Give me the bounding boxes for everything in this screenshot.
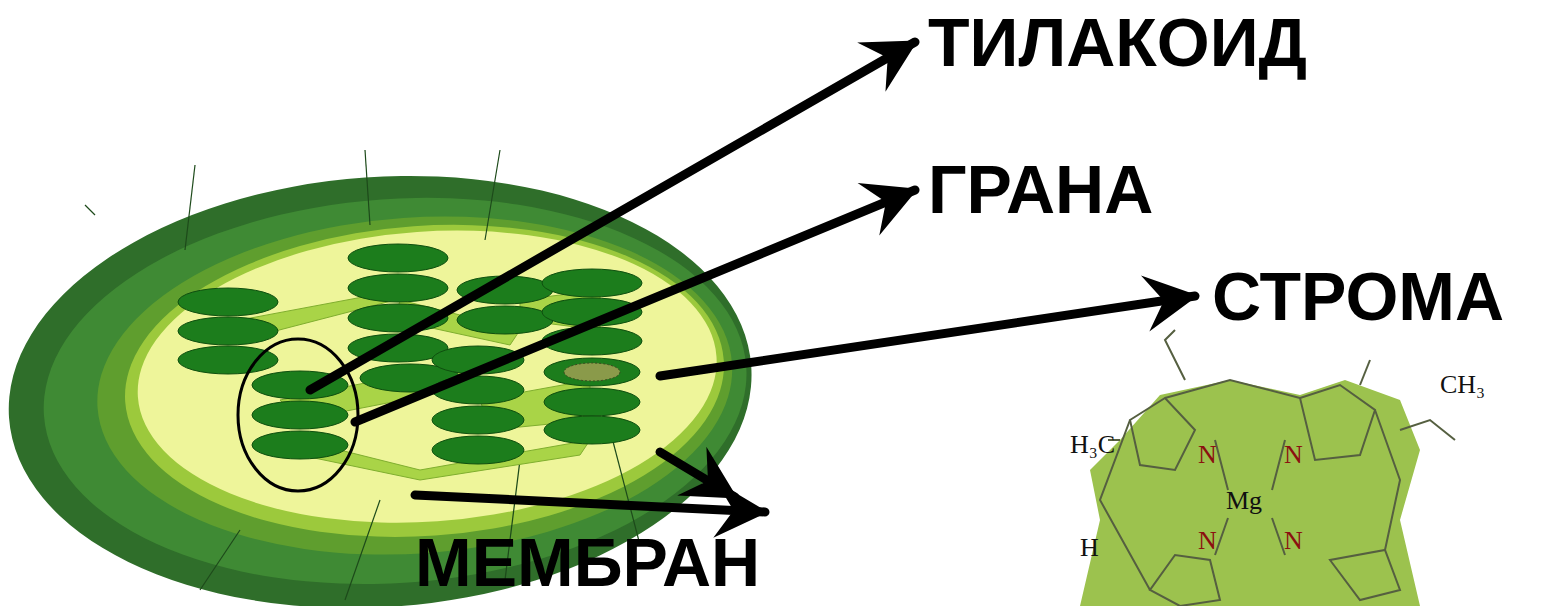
atom-symbol: N [1198, 528, 1217, 554]
atom-symbol: N [1284, 528, 1303, 554]
part-label: МЕМБРАН [415, 528, 760, 596]
atom-symbol: H [1080, 535, 1099, 561]
outer-membrane [0, 152, 766, 606]
granum-circle [238, 339, 358, 491]
atom-symbol: N [1284, 442, 1303, 468]
outer-layer [31, 175, 760, 606]
atom-symbol: Mg [1226, 488, 1262, 514]
leader-arrows [310, 42, 1195, 512]
atom-symbol: N [1198, 442, 1217, 468]
thylakoid-highlight [564, 363, 620, 381]
inner-membrane [86, 196, 744, 576]
chlorophyll-molecule [1080, 330, 1455, 606]
part-label: СТРОМА [1212, 262, 1504, 330]
part-label: ТИЛАКОИД [928, 8, 1307, 76]
part-label: ГРАНА [928, 155, 1153, 223]
formula-group: CH₃ [1440, 372, 1485, 398]
stroma-lamellae [240, 290, 600, 480]
formula-group: H₃C [1070, 432, 1115, 458]
thylakoid-stacks [178, 244, 642, 464]
